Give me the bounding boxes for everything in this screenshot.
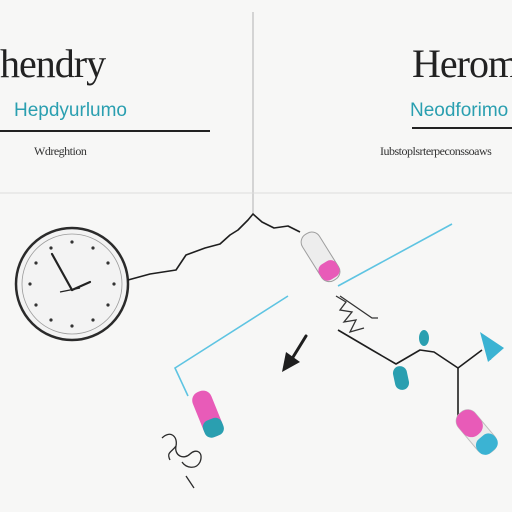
lower-left-probe-icon <box>192 390 224 438</box>
teal-cap-left <box>392 366 410 390</box>
left-panel-title: hendry <box>0 41 106 86</box>
left-panel-subtitle: Hepdyurlumo <box>14 100 127 121</box>
scribble-mark <box>161 433 202 489</box>
upper-probe-icon <box>300 231 341 283</box>
right-panel-title: Herom <box>412 41 512 86</box>
clock-icon <box>14 226 130 342</box>
circuit-line <box>337 329 483 369</box>
wave-line <box>127 213 301 281</box>
teal-dot <box>419 330 429 346</box>
lower-right-probe-icon <box>455 409 498 455</box>
arrow-down-left-icon <box>282 334 308 372</box>
right-panel-note: Iubstoplsrterpeconssoaws <box>380 144 492 158</box>
left-panel-note: Wdreghtion <box>34 144 87 158</box>
squiggle-mark <box>335 295 378 334</box>
right-panel-subtitle: Neodforimo <box>410 100 509 121</box>
blue-line-left <box>173 295 289 397</box>
teal-arrow-icon <box>480 332 504 362</box>
blue-line-right <box>337 223 453 287</box>
